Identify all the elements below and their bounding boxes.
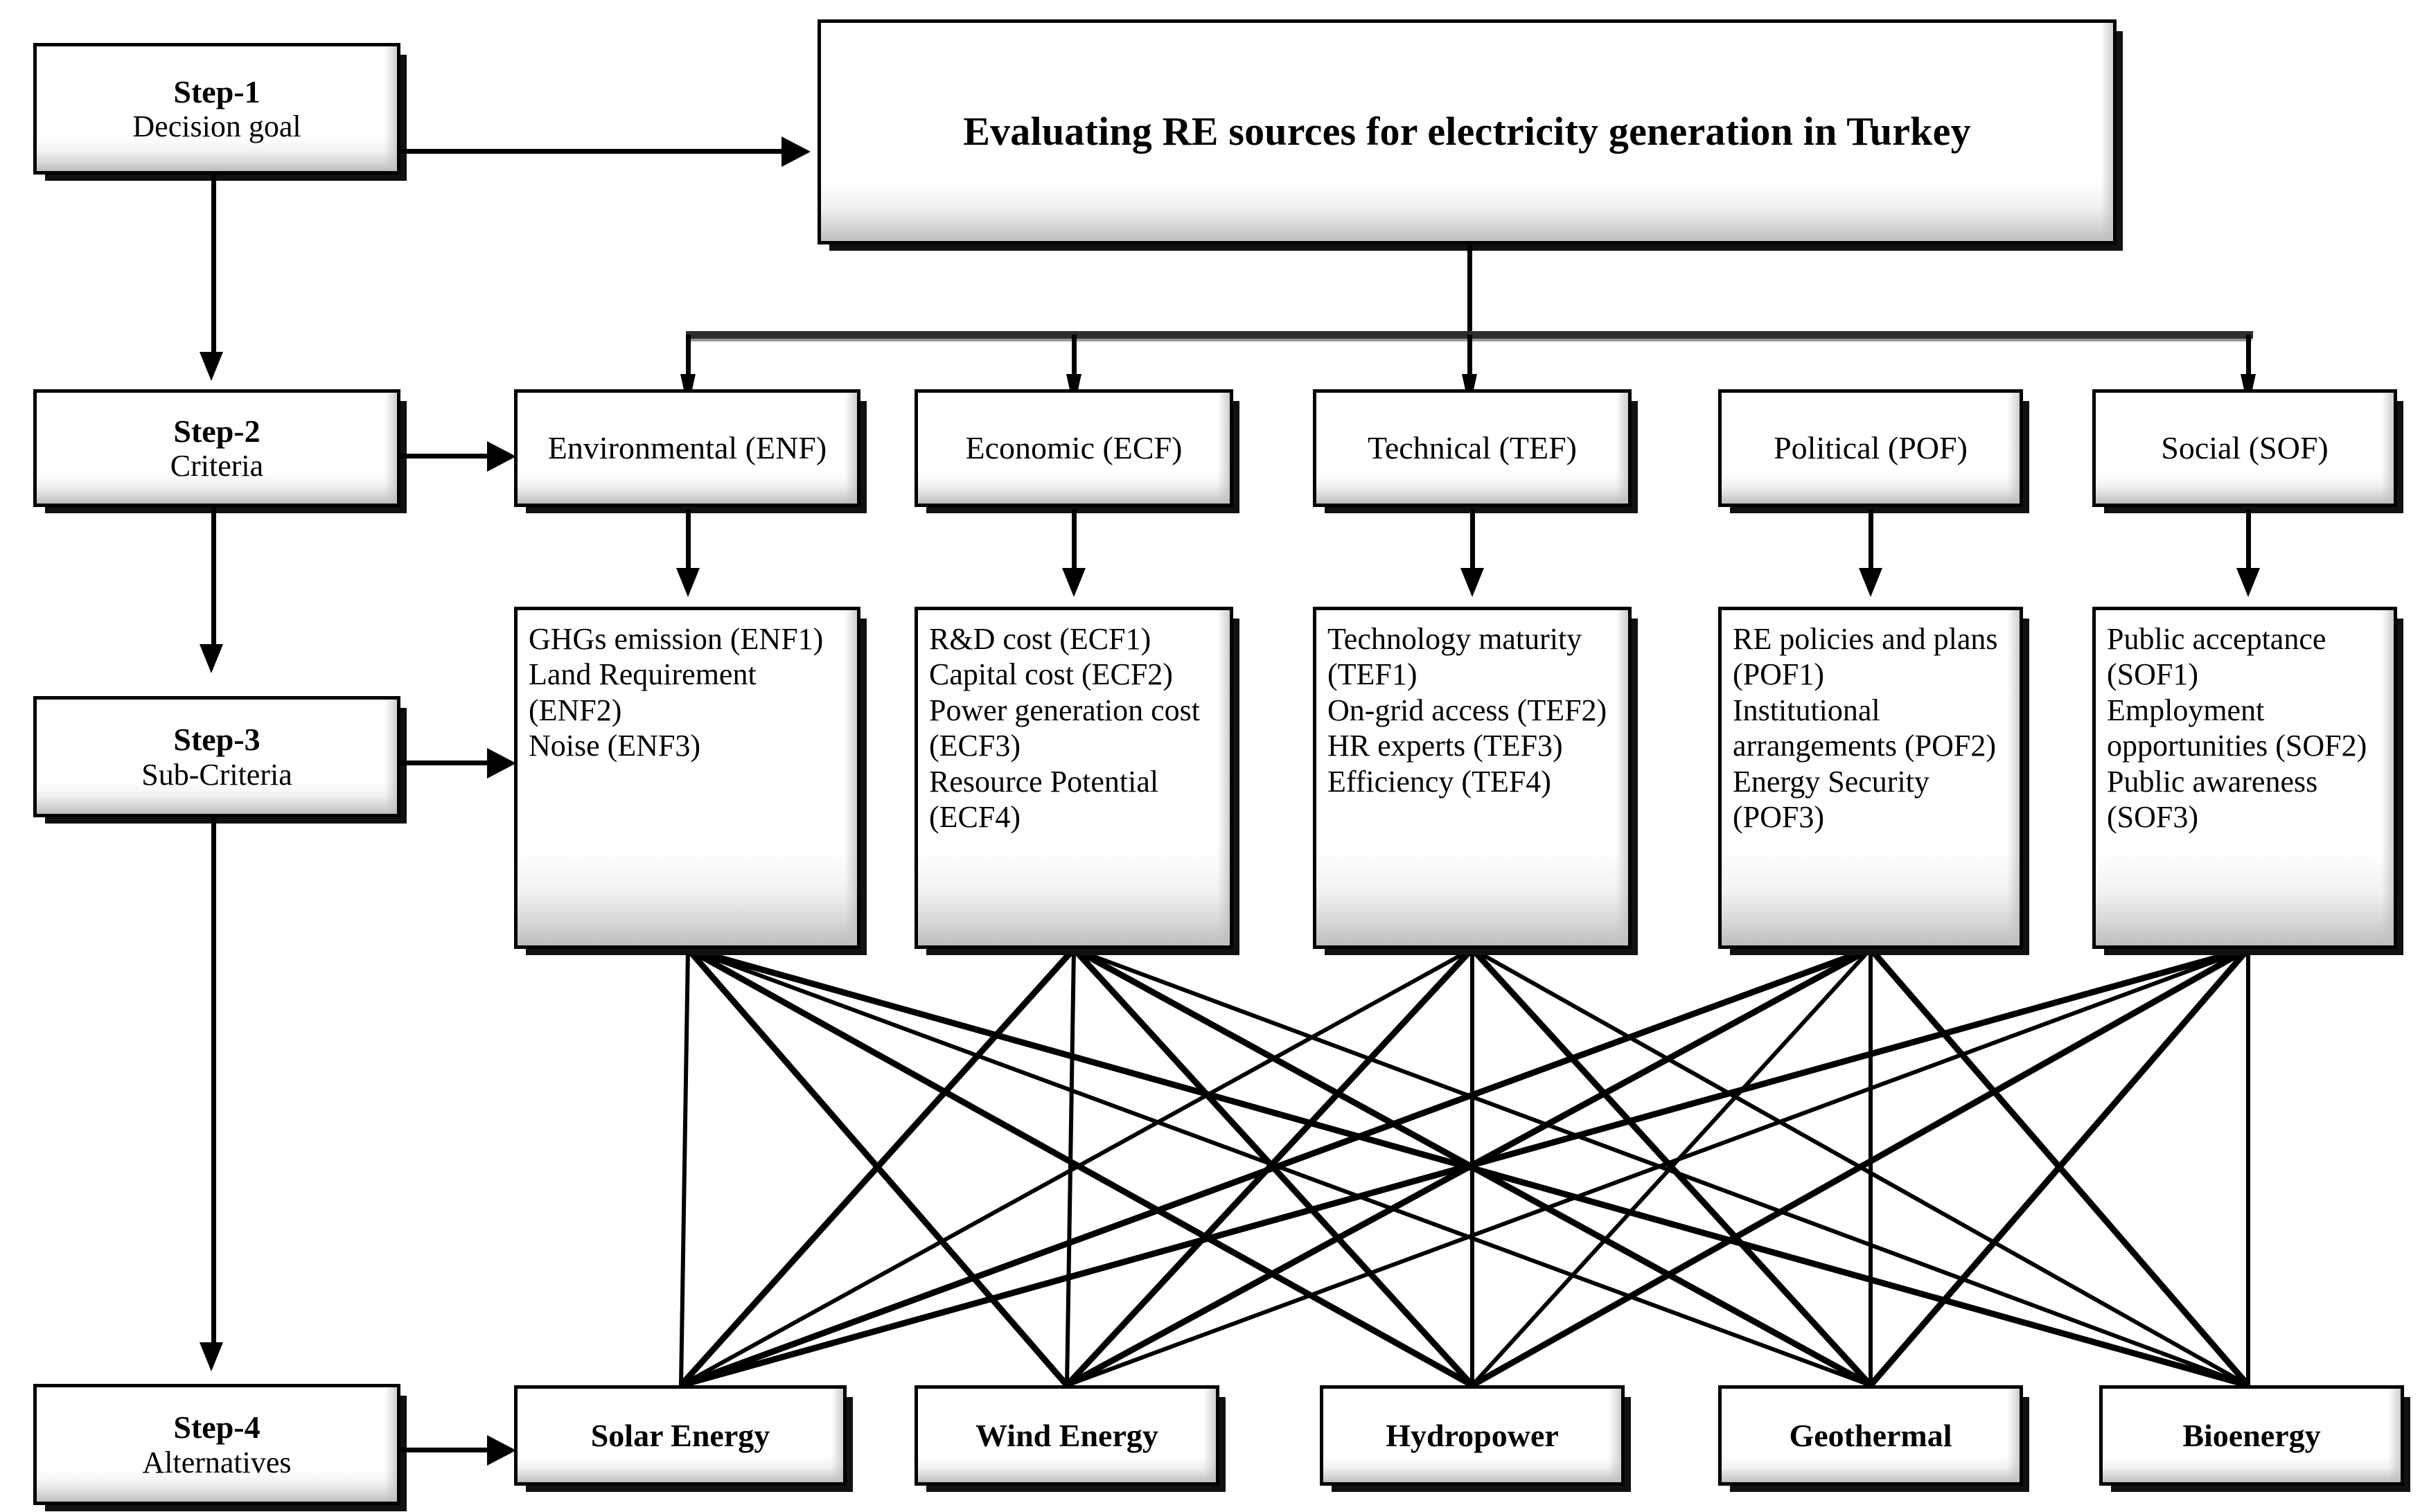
criterion-label-pof: Political (POF)	[1774, 430, 1968, 466]
subcriteria-box-pof[interactable]: RE policies and plans (POF1) Institution…	[1718, 607, 2023, 949]
subcriteria-text-enf: GHGs emission (ENF1) Land Requirement (E…	[529, 622, 824, 763]
alternative-box-geothermal[interactable]: Geothermal	[1718, 1385, 2023, 1486]
subcriteria-arrow-enf	[676, 568, 700, 597]
step1-to-goal-arrow	[781, 136, 811, 167]
subcriteria-arrow-ecf	[1062, 568, 1086, 597]
subcriteria-drop-line-ecf	[1072, 509, 1077, 571]
subcriteria-box-tef[interactable]: Technology maturity (TEF1) On-grid acces…	[1313, 607, 1632, 949]
alternative-label-solar-energy: Solar Energy	[590, 1417, 770, 1453]
subcriteria-box-ecf[interactable]: R&D cost (ECF1) Capital cost (ECF2) Powe…	[915, 607, 1233, 949]
alternative-label-wind-energy: Wind Energy	[975, 1417, 1158, 1453]
step-2-number: Step-2	[173, 413, 260, 449]
criteria-drop-line-ecf	[1072, 335, 1077, 377]
step-spine-1-2	[211, 175, 216, 353]
criterion-box-pof[interactable]: Political (POF)	[1718, 389, 2023, 507]
subcriteria-text-pof: RE policies and plans (POF1) Institution…	[1733, 622, 1998, 835]
step-1-label: Decision goal	[132, 109, 301, 144]
subcriteria-box-sof[interactable]: Public acceptance (SOF1) Employment oppo…	[2092, 607, 2397, 949]
subcriteria-drop-line-pof	[1869, 509, 1873, 571]
step-spine-arrow-3	[200, 644, 223, 673]
subcriteria-box-enf[interactable]: GHGs emission (ENF1) Land Requirement (E…	[514, 607, 860, 949]
step-2-label: Criteria	[170, 449, 264, 483]
step-1-number: Step-1	[173, 73, 260, 109]
step-4-number: Step-4	[173, 1409, 260, 1446]
step2-to-criteria-line	[400, 454, 491, 459]
step-spine-3-4	[211, 817, 216, 1344]
subcriteria-drop-line-tef	[1470, 509, 1475, 571]
criterion-label-sof: Social (SOF)	[2161, 430, 2329, 466]
step-spine-2-3	[211, 507, 216, 646]
alternative-box-wind-energy[interactable]: Wind Energy	[915, 1385, 1219, 1486]
goal-drop-line	[1467, 244, 1472, 336]
criteria-drop-line-tef	[1467, 335, 1472, 377]
step-2-box[interactable]: Step-2 Criteria	[33, 389, 400, 507]
step-3-box[interactable]: Step-3 Sub-Criteria	[33, 696, 400, 817]
criterion-box-tef[interactable]: Technical (TEF)	[1313, 389, 1632, 507]
step4-to-alternatives-arrow	[487, 1435, 516, 1466]
alternative-label-geothermal: Geothermal	[1789, 1417, 1952, 1453]
step-spine-arrow-2	[200, 352, 223, 381]
step1-to-goal-line	[400, 149, 785, 154]
decision-goal-text: Evaluating RE sources for electricity ge…	[963, 109, 1971, 154]
subcriteria-arrow-tef	[1460, 568, 1484, 597]
step4-to-alternatives-line	[400, 1448, 491, 1452]
step2-to-criteria-arrow	[487, 441, 516, 472]
alternative-label-bioenergy: Bioenergy	[2182, 1417, 2321, 1453]
alternative-label-hydropower: Hydropower	[1386, 1417, 1559, 1453]
step-1-box[interactable]: Step-1 Decision goal	[33, 43, 400, 175]
criterion-label-enf: Environmental (ENF)	[547, 430, 827, 466]
criterion-label-ecf: Economic (ECF)	[965, 430, 1183, 466]
criteria-drop-line-sof	[2246, 335, 2251, 377]
step-4-box[interactable]: Step-4 Alternatives	[33, 1384, 400, 1505]
criterion-box-ecf[interactable]: Economic (ECF)	[915, 389, 1233, 507]
subcriteria-arrow-sof	[2236, 568, 2260, 597]
alternative-box-solar-energy[interactable]: Solar Energy	[514, 1385, 847, 1486]
decision-goal-box[interactable]: Evaluating RE sources for electricity ge…	[818, 19, 2117, 244]
step-3-label: Sub-Criteria	[141, 757, 292, 792]
criterion-box-enf[interactable]: Environmental (ENF)	[514, 389, 860, 507]
step-4-label: Alternatives	[142, 1445, 292, 1479]
alternative-box-hydropower[interactable]: Hydropower	[1320, 1385, 1625, 1486]
alternative-box-bioenergy[interactable]: Bioenergy	[2099, 1385, 2404, 1486]
step-spine-arrow-4	[200, 1342, 223, 1371]
step3-to-subcriteria-line	[400, 761, 491, 765]
subcriteria-drop-line-enf	[686, 509, 691, 571]
criteria-drop-line-enf	[686, 335, 691, 377]
subcriteria-text-ecf: R&D cost (ECF1) Capital cost (ECF2) Powe…	[929, 622, 1200, 835]
step-3-number: Step-3	[173, 722, 260, 758]
subcriteria-arrow-pof	[1859, 568, 1882, 597]
subcriteria-text-tef: Technology maturity (TEF1) On-grid acces…	[1327, 622, 1607, 799]
subcriteria-drop-line-sof	[2246, 509, 2251, 571]
step3-to-subcriteria-arrow	[487, 748, 516, 779]
subcriteria-text-sof: Public acceptance (SOF1) Employment oppo…	[2107, 622, 2367, 835]
criterion-label-tef: Technical (TEF)	[1367, 430, 1578, 466]
criterion-box-sof[interactable]: Social (SOF)	[2092, 389, 2397, 507]
